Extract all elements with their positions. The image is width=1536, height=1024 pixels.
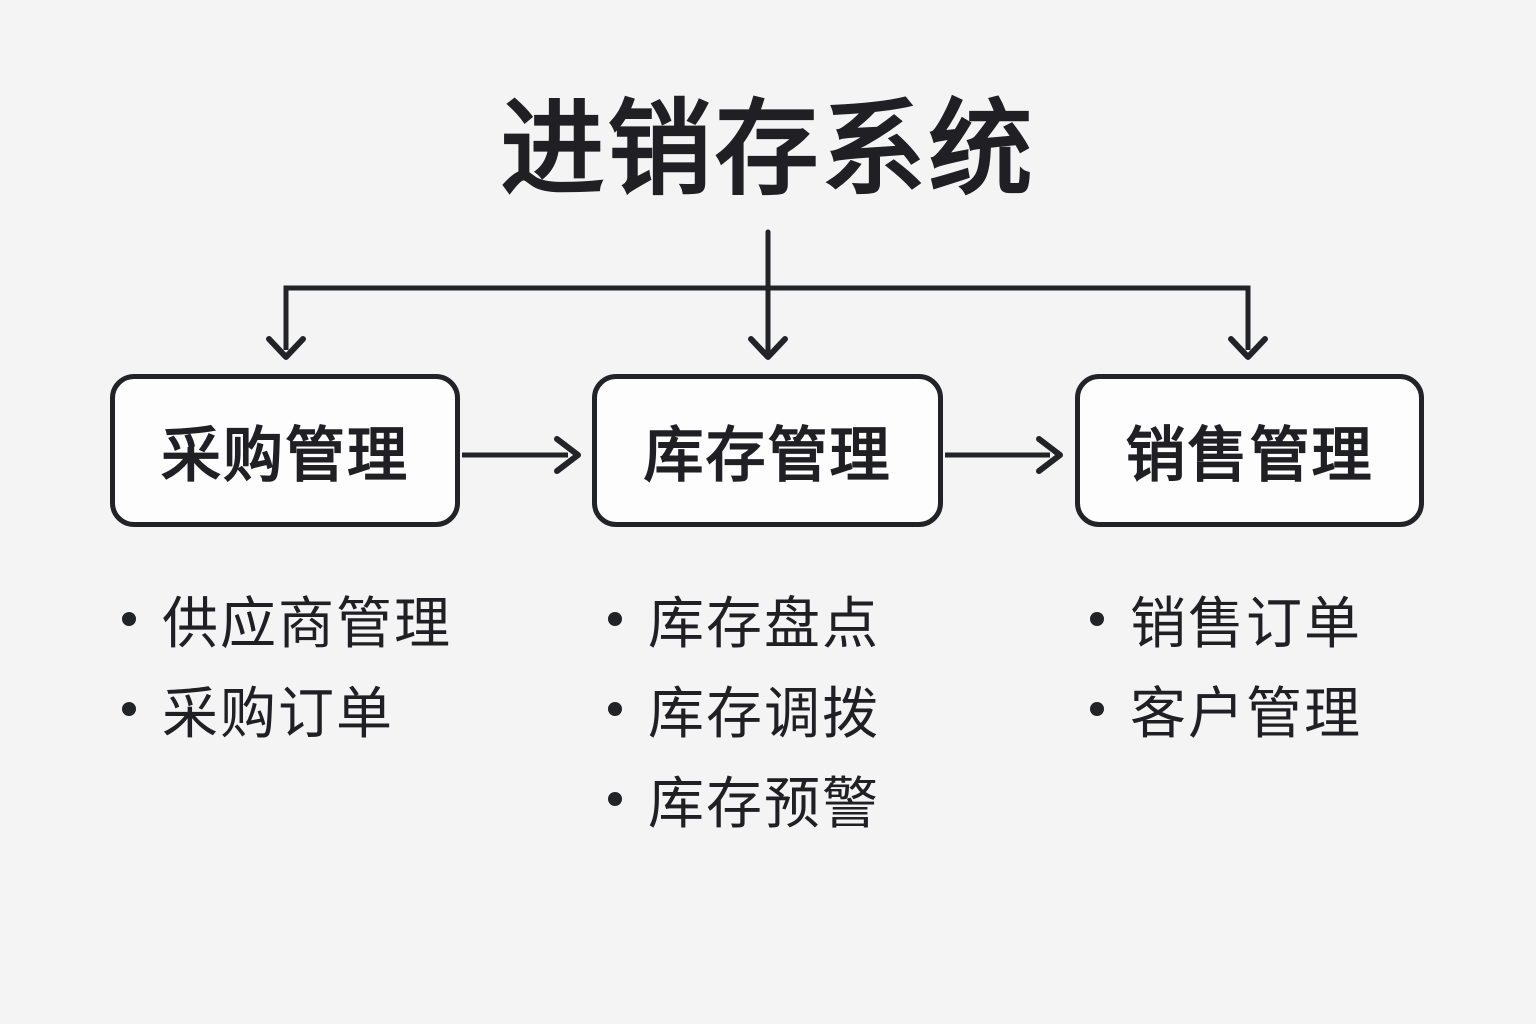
branch-line bbox=[283, 285, 1251, 350]
arrow-down-center-icon bbox=[748, 336, 788, 360]
bullet-dot bbox=[122, 702, 136, 716]
purchase-feature-list: 供应商管理 采购订单 bbox=[112, 574, 452, 754]
bullet-dot bbox=[608, 612, 622, 626]
inventory-feature-list: 库存盘点 库存调拨 库存预警 bbox=[598, 574, 880, 844]
arrow-right-2-icon bbox=[1036, 436, 1063, 474]
bullet-dot bbox=[1090, 612, 1104, 626]
list-item-label: 供应商管理 bbox=[162, 591, 452, 655]
list-item-label: 采购订单 bbox=[162, 681, 394, 745]
list-item: 库存盘点 bbox=[598, 574, 880, 664]
node-label: 库存管理 bbox=[643, 422, 892, 489]
list-item-label: 库存预警 bbox=[648, 771, 880, 835]
node-label: 采购管理 bbox=[161, 422, 409, 489]
arrow-down-left-icon bbox=[266, 336, 306, 360]
bullet-dot bbox=[122, 612, 136, 626]
bullet-dot bbox=[608, 792, 622, 806]
list-item-label: 库存盘点 bbox=[648, 591, 880, 655]
node-inventory-management: 库存管理 bbox=[592, 374, 943, 527]
node-label: 销售管理 bbox=[1125, 422, 1374, 489]
list-item: 客户管理 bbox=[1080, 664, 1362, 754]
list-item: 库存调拨 bbox=[598, 664, 880, 754]
list-item: 供应商管理 bbox=[112, 574, 452, 664]
arrow-right-1-icon bbox=[554, 436, 581, 474]
arrow-down-right-icon bbox=[1228, 336, 1268, 360]
list-item: 销售订单 bbox=[1080, 574, 1362, 664]
node-purchase-management: 采购管理 bbox=[110, 374, 460, 527]
list-item: 采购订单 bbox=[112, 664, 452, 754]
bullet-dot bbox=[608, 702, 622, 716]
bullet-dot bbox=[1090, 702, 1104, 716]
list-item-label: 客户管理 bbox=[1130, 681, 1362, 745]
list-item: 库存预警 bbox=[598, 754, 880, 844]
node-sales-management: 销售管理 bbox=[1075, 374, 1424, 527]
page-title: 进销存系统 bbox=[500, 92, 1036, 208]
sales-feature-list: 销售订单 客户管理 bbox=[1080, 574, 1362, 754]
list-item-label: 销售订单 bbox=[1130, 591, 1362, 655]
list-item-label: 库存调拨 bbox=[648, 681, 880, 745]
